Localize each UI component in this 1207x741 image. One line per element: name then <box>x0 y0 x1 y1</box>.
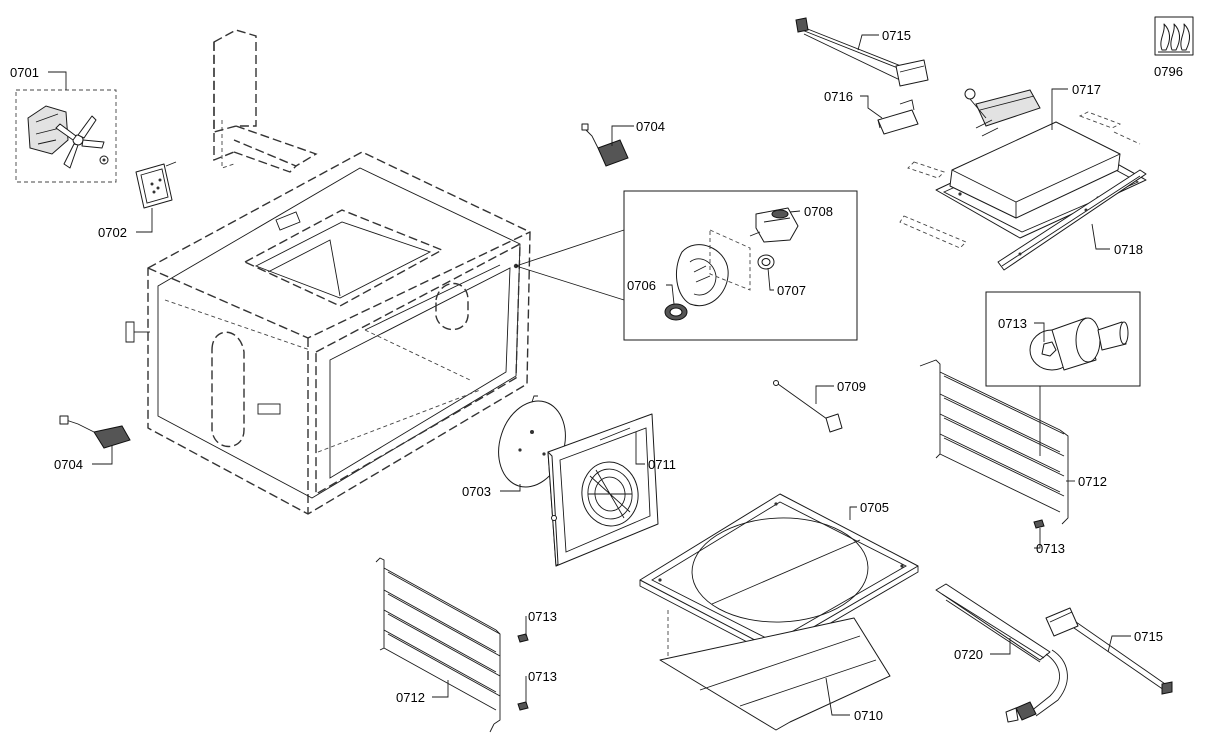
label-0704-left: 0704 <box>54 457 83 472</box>
label-0712-right: 0712 <box>1078 474 1107 489</box>
label-0718: 0718 <box>1114 242 1143 257</box>
label-0716: 0716 <box>824 89 853 104</box>
grill-heater <box>899 88 1147 249</box>
label-0713-right: 0713 <box>1036 541 1065 556</box>
part-number-labels: 0701 0702 0704 0704 0703 0705 0706 0707 … <box>10 28 1183 723</box>
shelf-rail-right <box>919 359 1069 525</box>
bottom-insulation <box>659 610 891 731</box>
lamp-detail-callout <box>515 190 858 341</box>
label-0796: 0796 <box>1154 64 1183 79</box>
wire-harness-top <box>795 17 929 87</box>
fan-motor-assembly <box>15 89 117 183</box>
label-0715-bottom: 0715 <box>1134 629 1163 644</box>
label-0701: 0701 <box>10 65 39 80</box>
mounting-strip <box>997 169 1147 271</box>
screw-detail-callout <box>985 291 1141 456</box>
label-0713-a: 0713 <box>528 609 557 624</box>
label-0708: 0708 <box>804 204 833 219</box>
label-0709: 0709 <box>837 379 866 394</box>
label-0704-top: 0704 <box>636 119 665 134</box>
label-0720: 0720 <box>954 647 983 662</box>
cover-plate <box>135 161 177 209</box>
bottom-heater-plate <box>639 493 919 657</box>
fan-cover-panel <box>547 413 659 567</box>
oven-cavity <box>125 151 531 515</box>
label-0706: 0706 <box>627 278 656 293</box>
label-0712-left: 0712 <box>396 690 425 705</box>
shelf-rail-left <box>375 557 501 733</box>
mounting-bracket <box>877 99 919 135</box>
screw-0713-b <box>517 701 529 711</box>
temperature-sensor <box>773 380 843 433</box>
label-0713-b: 0713 <box>528 669 557 684</box>
label-0711: 0711 <box>648 457 676 472</box>
wire-harness-bottom <box>1045 607 1173 695</box>
label-0717: 0717 <box>1072 82 1101 97</box>
label-0703: 0703 <box>462 484 491 499</box>
label-0707: 0707 <box>777 283 806 298</box>
lamp-left <box>59 415 131 449</box>
label-0705: 0705 <box>860 500 889 515</box>
label-0715-top: 0715 <box>882 28 911 43</box>
label-0710: 0710 <box>854 708 883 723</box>
label-0713-callout: 0713 <box>998 316 1027 331</box>
screw-0713-a <box>517 633 529 643</box>
vent-duct <box>213 29 318 173</box>
leader-lines <box>48 34 1131 716</box>
flame-symbol-icon <box>1154 16 1194 56</box>
screw-0713-right <box>1033 519 1045 529</box>
ring-heater <box>935 583 1068 723</box>
label-0702: 0702 <box>98 225 127 240</box>
lamp-top <box>581 123 629 167</box>
